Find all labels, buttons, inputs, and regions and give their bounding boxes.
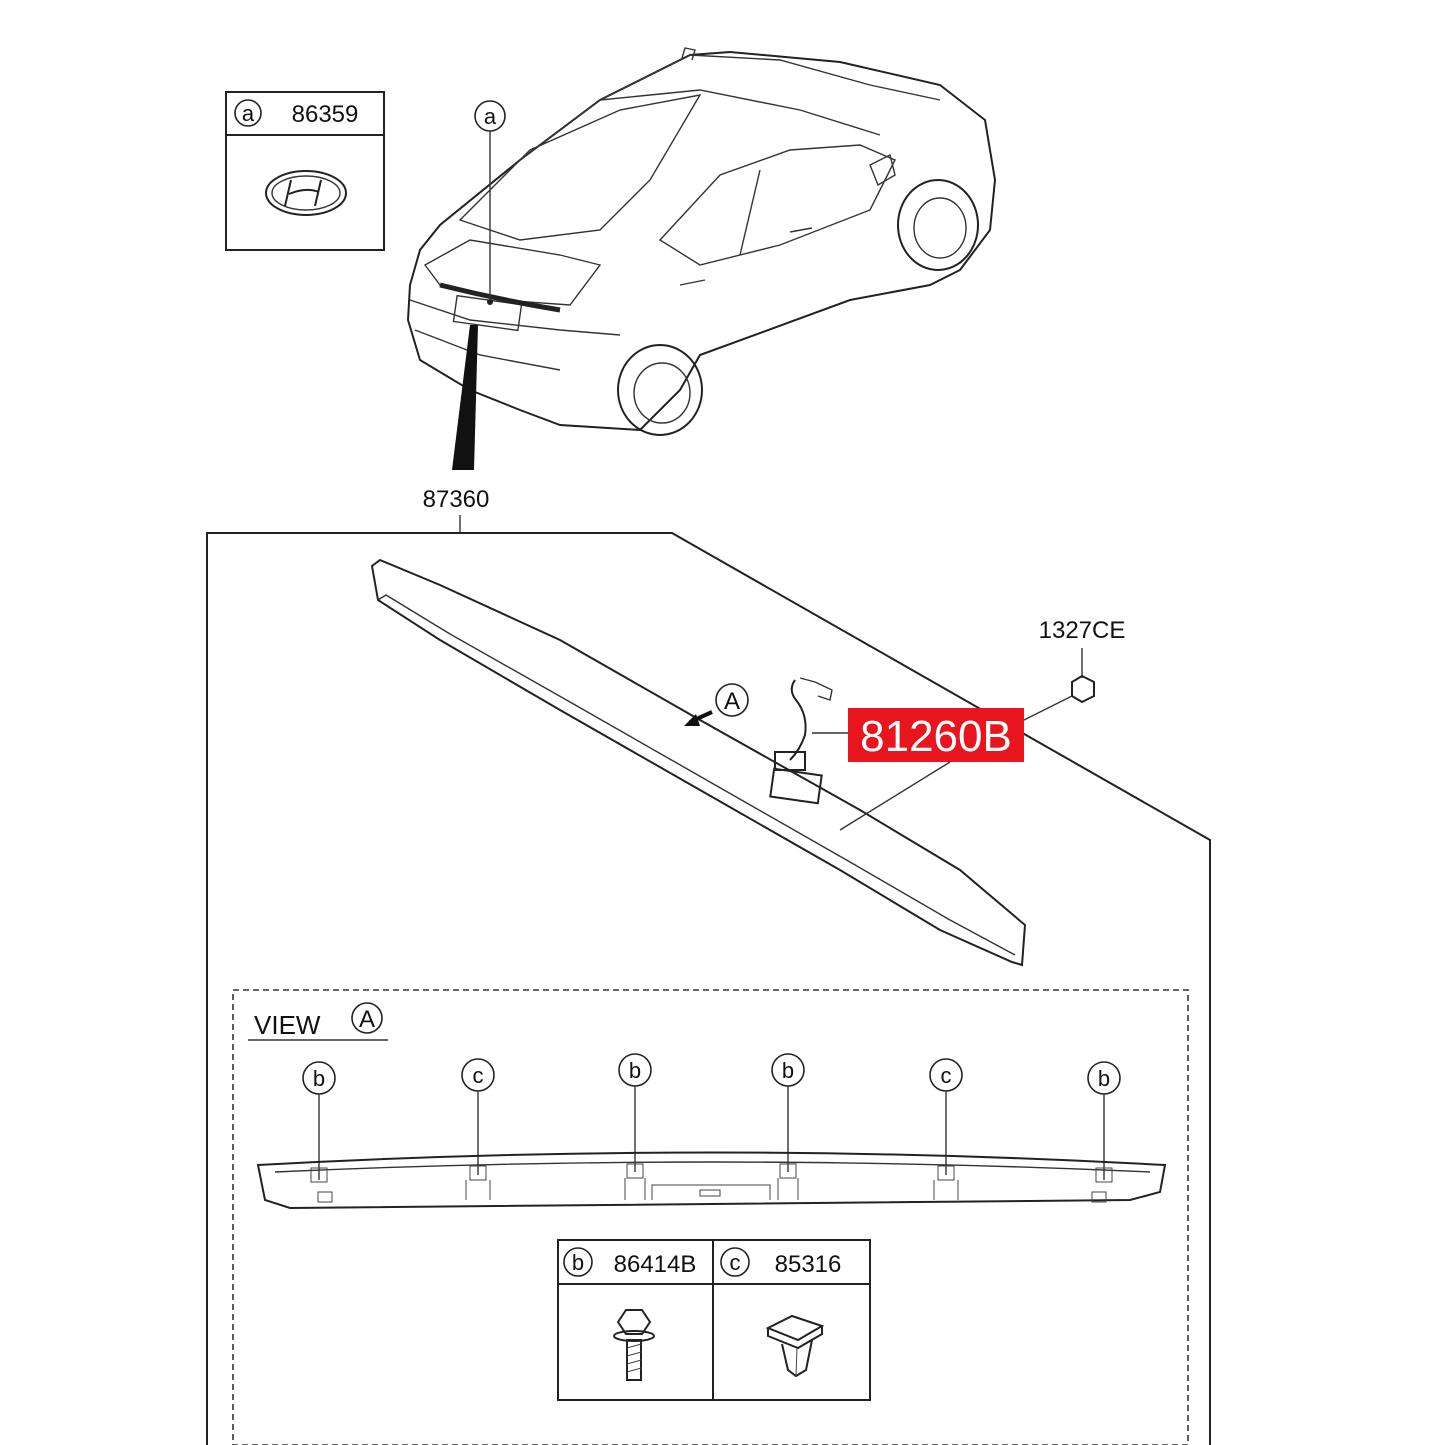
hyundai-emblem-icon bbox=[265, 170, 347, 216]
car-illustration bbox=[406, 47, 997, 436]
fastener-callout-6: b bbox=[1087, 1061, 1121, 1180]
fastener-callout-3: b bbox=[618, 1053, 652, 1172]
nut-1327ce: 1327CE bbox=[1019, 617, 1126, 723]
fastener-callout-1: b bbox=[302, 1061, 336, 1180]
main-part-number: 87360 bbox=[423, 486, 490, 513]
nut-part-number: 1327CE bbox=[1039, 617, 1126, 644]
legend-b-part-number: 86414B bbox=[614, 1251, 697, 1278]
garnish-leader-arrow bbox=[452, 325, 478, 470]
car-emblem-callout: a bbox=[474, 100, 506, 305]
emblem-part-number: 86359 bbox=[292, 101, 359, 128]
view-arrow-letter: A bbox=[724, 688, 740, 715]
legend-c-letter: c bbox=[730, 1250, 741, 1275]
license-lamp-assembly bbox=[769, 677, 833, 805]
fastener-callout-2: c bbox=[461, 1058, 495, 1175]
fastener-letter-1: b bbox=[313, 1066, 325, 1091]
highlighted-part-label[interactable]: 81260B bbox=[848, 708, 1024, 762]
fastener-legend-table: b 86414B c 85316 bbox=[557, 1239, 871, 1401]
view-label: VIEW bbox=[254, 1010, 321, 1040]
fastener-letter-2: c bbox=[473, 1063, 484, 1088]
fastener-letter-5: c bbox=[941, 1063, 952, 1088]
fastener-letter-6: b bbox=[1098, 1066, 1110, 1091]
view-a-box bbox=[232, 989, 1189, 1445]
fastener-letter-3: b bbox=[629, 1058, 641, 1083]
trunk-garnish-strip bbox=[370, 558, 1027, 967]
highlighted-part-number: 81260B bbox=[860, 712, 1012, 761]
emblem-callout-letter: a bbox=[242, 101, 255, 126]
car-callout-letter: a bbox=[484, 104, 497, 129]
legend-b-letter: b bbox=[572, 1250, 584, 1275]
bolt-icon bbox=[613, 1309, 655, 1381]
fastener-callout-4: b bbox=[771, 1053, 805, 1172]
emblem-callout-box: a 86359 bbox=[225, 91, 385, 251]
fastener-callout-5: c bbox=[929, 1058, 963, 1175]
main-frame bbox=[206, 532, 1211, 1445]
view-label-letter: A bbox=[359, 1006, 375, 1033]
fastener-callouts: b c b b c b bbox=[302, 1053, 1121, 1180]
clip-icon bbox=[765, 1314, 825, 1378]
legend-c-part-number: 85316 bbox=[775, 1251, 842, 1278]
garnish-back-view bbox=[256, 1151, 1167, 1210]
view-a-arrow: A bbox=[684, 683, 749, 726]
fastener-letter-4: b bbox=[782, 1058, 794, 1083]
